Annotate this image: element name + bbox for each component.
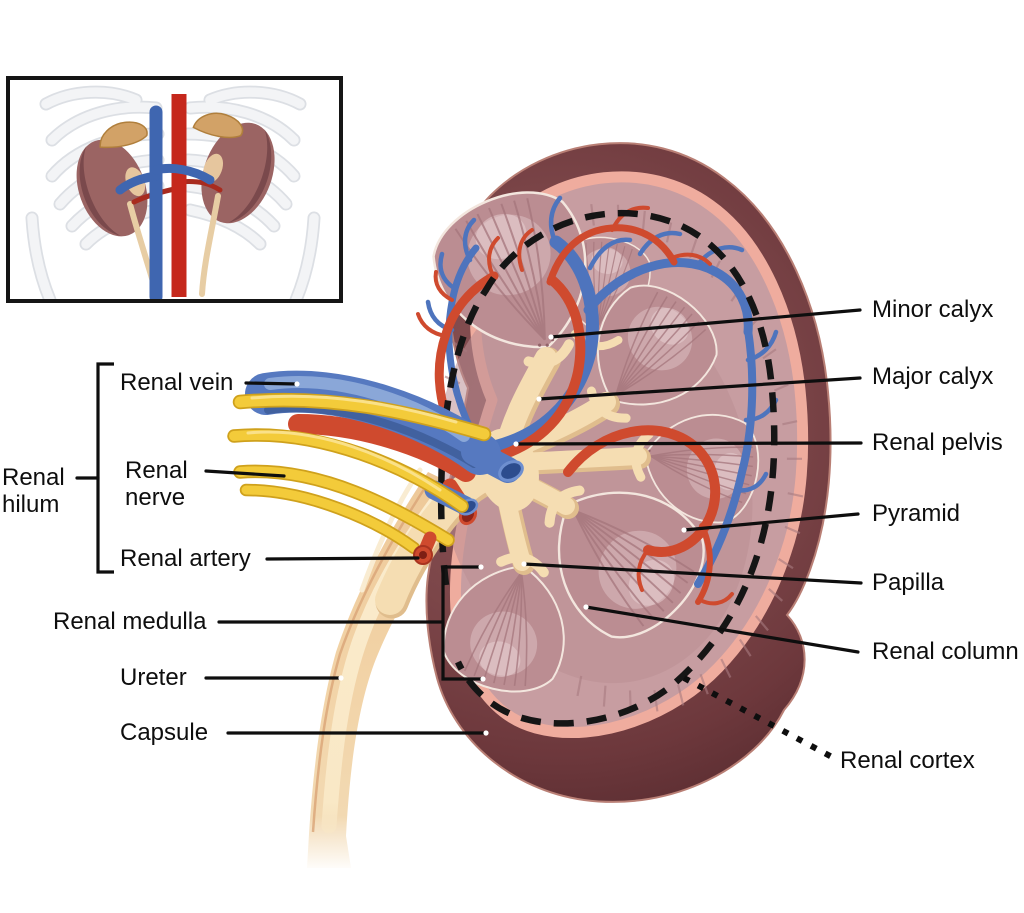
- leader-renal-column: [584, 605, 860, 654]
- inset-inferior-vena-cava: [115, 105, 215, 301]
- leader-renal-nerve: [204, 469, 286, 478]
- inset-anatomical-context: [6, 76, 343, 303]
- label-renal-column: Renal column: [872, 638, 1019, 665]
- leader-renal-cortex-dotted: [682, 675, 834, 760]
- label-renal-nerve-line1: Renal: [125, 457, 188, 484]
- label-renal-hilum-line2: hilum: [2, 491, 60, 518]
- bracket-renal-medulla: [441, 565, 483, 681]
- cortex-medulla-dashed-line: [437, 209, 778, 727]
- label-pyramid: Pyramid: [872, 500, 961, 527]
- renal-nerves: [227, 392, 492, 555]
- bracket-renal-hilum: [96, 362, 114, 574]
- leader-endpoint-dots: [294, 334, 687, 736]
- label-renal-vein: Renal vein: [120, 369, 234, 396]
- intrarenal-veins: [425, 195, 779, 588]
- label-renal-hilum: Renal hilum: [2, 464, 65, 518]
- label-renal-pelvis: Renal pelvis: [872, 429, 1003, 456]
- leader-renal-pelvis: [514, 441, 863, 446]
- leader-papilla: [522, 562, 863, 585]
- label-major-calyx: Major calyx: [872, 363, 994, 390]
- label-renal-nerve-line2: nerve: [125, 484, 186, 511]
- label-renal-artery: Renal artery: [120, 545, 251, 572]
- label-renal-cortex: Renal cortex: [840, 747, 975, 774]
- label-renal-nerve: Renal nerve: [125, 457, 188, 511]
- leader-renal-vein: [244, 381, 299, 386]
- leader-pyramid: [682, 512, 860, 532]
- label-papilla: Papilla: [872, 569, 945, 596]
- label-ureter: Ureter: [120, 664, 187, 691]
- label-renal-medulla: Renal medulla: [53, 608, 207, 635]
- label-renal-hilum-line1: Renal: [2, 464, 65, 491]
- inset-border: [6, 76, 343, 303]
- label-minor-calyx: Minor calyx: [872, 296, 994, 323]
- leader-major-calyx: [537, 376, 862, 401]
- inset-adrenal-glands: [99, 112, 244, 149]
- leader-renal-artery: [265, 556, 420, 561]
- leader-lines: [75, 308, 863, 760]
- label-capsule: Capsule: [120, 719, 209, 746]
- leader-minor-calyx: [549, 308, 862, 339]
